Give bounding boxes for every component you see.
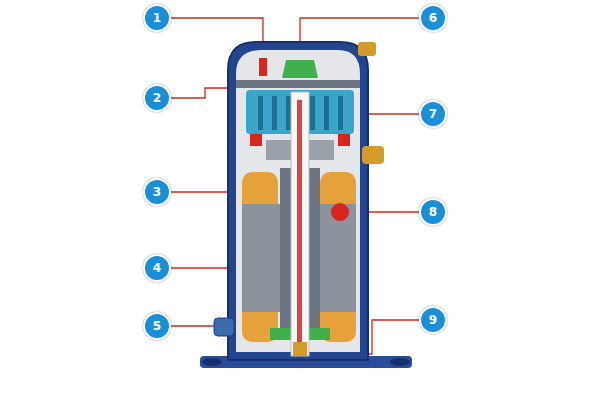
callout-number: 9 [429,313,437,327]
callout-number: 1 [153,11,161,25]
crankshaft [291,92,309,356]
callout-number: 3 [153,185,161,199]
separator-plate [236,80,360,88]
valve [259,58,267,76]
oil-passage [297,100,302,350]
callout-number: 7 [429,107,437,121]
mount-hole [202,358,222,366]
callout-circle: 7 [419,100,447,128]
callout-circle: 3 [143,178,171,206]
oil-fitting [214,318,234,336]
callout-circle: 9 [419,306,447,334]
mount-hole [390,358,410,366]
callout-number: 5 [153,319,161,333]
callout-circle: 1 [143,4,171,32]
callout-number: 2 [153,91,161,105]
oil-pump [293,342,307,356]
suction-fitting [358,42,376,56]
callout-circle: 2 [143,84,171,112]
shell [228,42,368,360]
callout-circle: 5 [143,312,171,340]
callout-circle: 8 [419,198,447,226]
seal [250,134,262,146]
motor-protector [331,203,349,221]
seal [338,134,350,146]
callout-number: 8 [429,205,437,219]
callout-circle: 6 [419,4,447,32]
discharge-valve [282,60,318,78]
callout-circle: 4 [143,254,171,282]
callout-number: 4 [153,261,161,275]
callout-number: 6 [429,11,437,25]
fitting [362,146,384,164]
